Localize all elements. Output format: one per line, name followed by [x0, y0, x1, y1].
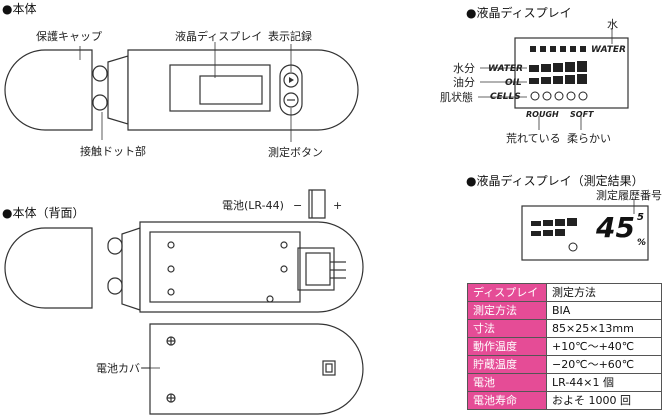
- result-smiley: [568, 242, 578, 252]
- table-row: 測定方法 BIA: [467, 301, 662, 320]
- record-button: [283, 72, 299, 88]
- spec-key: ディスプレイ: [467, 283, 547, 302]
- label-water: 水分: [453, 62, 475, 75]
- heading-body: ●本体: [2, 2, 37, 16]
- result-unit: %: [637, 238, 647, 248]
- contact-dot: [92, 94, 108, 111]
- spec-value: −20℃〜+60℃: [546, 355, 662, 374]
- table-row: 貯蔵温度 −20℃〜+60℃: [467, 355, 662, 374]
- table-row: 電池 LR-44×1 個: [467, 373, 662, 392]
- soft-jp-label: 柔らかい: [567, 132, 611, 145]
- lcd-display-drawing: [478, 28, 629, 130]
- row-water: WATER: [488, 64, 523, 74]
- table-row: 動作温度 +10℃〜+40℃: [467, 337, 662, 356]
- cover-label: 電池カバー: [96, 362, 151, 375]
- spec-table: ディスプレイ 測定方法 測定方法 BIA 寸法 85×25×13mm 動作温度 …: [467, 283, 662, 410]
- history-number: 5: [637, 212, 644, 223]
- table-row: 電池寿命 およそ 1000 回: [467, 391, 662, 410]
- spec-key: 測定方法: [467, 301, 547, 320]
- battery-minus: −: [293, 199, 303, 212]
- history-label: 測定履歴番号: [596, 189, 662, 202]
- row-oil: OIL: [505, 78, 522, 88]
- soft-label: SOFT: [570, 110, 594, 119]
- back-protective-cap: [4, 227, 93, 309]
- battery-cover: [149, 323, 364, 415]
- spec-key: 電池: [467, 373, 547, 392]
- result-value: 45: [596, 211, 635, 244]
- contact-dot: [92, 65, 108, 82]
- lcd-label: 液晶ディスプレイ: [175, 30, 263, 43]
- spec-key: 貯蔵温度: [467, 355, 547, 374]
- spec-key: 電池寿命: [467, 391, 547, 410]
- device-back-drawing: [4, 189, 364, 415]
- spec-value: +10℃〜+40℃: [546, 337, 662, 356]
- battery-label: 電池(LR-44): [222, 199, 284, 212]
- spec-value: 85×25×13mm: [546, 319, 662, 338]
- water-icon-label: 水: [607, 18, 618, 31]
- measure-button: [283, 92, 299, 108]
- device-front-drawing: [4, 42, 359, 142]
- spec-key: 寸法: [467, 319, 547, 338]
- heading-lcd-result: ●液晶ディスプレイ（測定結果）: [466, 174, 644, 188]
- lcd-result-drawing: [521, 200, 649, 261]
- measure-label: 測定ボタン: [268, 146, 323, 159]
- battery-plus: +: [333, 199, 343, 212]
- spec-value: BIA: [546, 301, 662, 320]
- label-cells: 肌状態: [440, 91, 473, 104]
- record-label: 表示記録: [268, 30, 312, 43]
- spec-value: LR-44×1 個: [546, 373, 662, 392]
- spec-value: 測定方法: [546, 283, 662, 302]
- cap-label: 保護キャップ: [36, 30, 102, 43]
- rough-jp-label: 荒れている: [506, 132, 561, 145]
- contacts-label: 接触ドット部: [80, 145, 146, 158]
- heading-lcd: ●液晶ディスプレイ: [466, 6, 572, 20]
- rough-label: ROUGH: [526, 110, 559, 119]
- lcd-water-top: WATER: [591, 45, 626, 55]
- lcd-window-front: [169, 64, 271, 112]
- spec-value: およそ 1000 回: [546, 391, 662, 410]
- label-oil: 油分: [453, 76, 475, 89]
- table-row: 寸法 85×25×13mm: [467, 319, 662, 338]
- heading-body-back: ●本体（背面）: [2, 206, 85, 220]
- row-cells: CELLS: [490, 92, 521, 102]
- battery-slot: [305, 252, 331, 286]
- cover-latch: [322, 360, 336, 376]
- spec-key: 動作温度: [467, 337, 547, 356]
- table-row: ディスプレイ 測定方法: [467, 283, 662, 302]
- battery-icon: [308, 189, 326, 219]
- protective-cap: [4, 49, 93, 131]
